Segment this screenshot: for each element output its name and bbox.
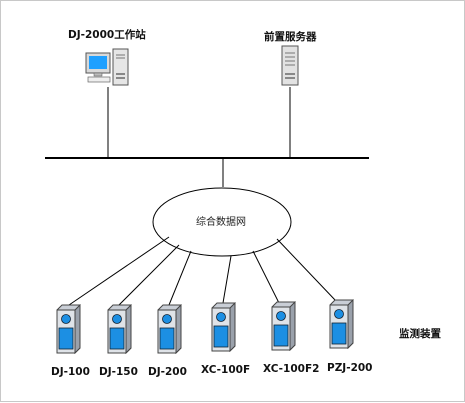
link-pzj-200	[276, 238, 337, 302]
server-icon	[280, 45, 300, 87]
device-icon-pzj-200	[327, 298, 355, 353]
device-icon-dj-150	[105, 303, 133, 358]
link-xc-100f	[222, 255, 232, 304]
link-dj-100	[68, 236, 170, 306]
device-label-xc-100f2: XC-100F2	[263, 363, 320, 375]
link-xc-100f2	[252, 250, 280, 304]
device-label-dj-200: DJ-200	[148, 366, 187, 378]
workstation-computer-icon	[85, 47, 133, 89]
network-ellipse	[152, 187, 292, 257]
link-dj-200	[168, 250, 192, 306]
device-icon-dj-100	[54, 303, 82, 358]
device-icon-xc-100f2	[269, 300, 297, 355]
device-icon-xc-100f	[209, 301, 237, 356]
device-icon-dj-200	[155, 303, 183, 358]
network-label: 综合数据网	[196, 217, 246, 228]
link-dj-150	[118, 244, 180, 306]
server-label: 前置服务器	[264, 31, 317, 43]
device-label-pzj-200: PZJ-200	[327, 362, 373, 374]
monitor-group-label: 监测装置	[399, 328, 441, 340]
device-label-xc-100f: XC-100F	[201, 364, 251, 376]
device-label-dj-100: DJ-100	[51, 366, 90, 378]
workstation-label: DJ-2000工作站	[68, 29, 146, 41]
device-label-dj-150: DJ-150	[99, 366, 138, 378]
